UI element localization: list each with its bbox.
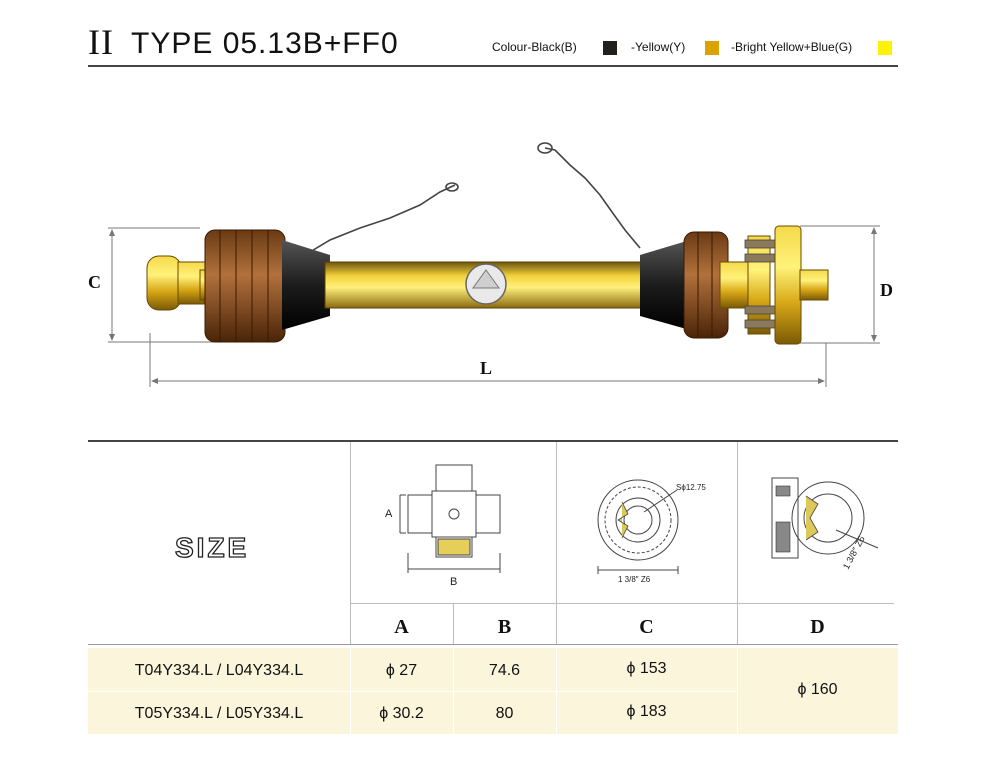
grid-line — [556, 442, 557, 644]
grid-line — [556, 648, 557, 734]
detail-b-label: B — [450, 576, 457, 588]
pto-shaft-drawing — [108, 142, 880, 387]
cross-journal-detail: A B — [385, 464, 501, 588]
clutch-hub-detail: 1 3/8″ Z6 — [771, 477, 879, 571]
grid-line — [350, 442, 351, 644]
legend-yellow-swatch — [705, 41, 719, 55]
table-d-merged-value: ϕ 160 — [797, 681, 838, 698]
table-row-1-b: 74.6 — [488, 662, 521, 679]
legend-black-swatch — [603, 41, 617, 55]
row-divider — [88, 691, 737, 692]
table-row-1-model: T04Y334.L / L04Y334.L — [134, 662, 304, 679]
grid-line — [350, 648, 351, 734]
dimension-d-label: D — [880, 280, 893, 300]
type-roman-numeral: II — [88, 22, 114, 62]
hub-spline-label: 1 3/8″ Z6 — [841, 534, 867, 571]
legend-bright-yellow-label: -Bright Yellow+Blue(G) — [731, 40, 853, 54]
legend-yellow-label: -Yellow(Y) — [631, 40, 686, 54]
column-header-c: C — [639, 616, 654, 638]
table-row-2-c: ϕ 183 — [626, 703, 667, 720]
size-section-divider — [88, 440, 898, 442]
legend-bright-yellow-swatch — [878, 41, 892, 55]
legend-black-label: Colour-Black(B) — [492, 40, 577, 54]
dimension-l-label: L — [480, 358, 493, 378]
spline-size-label: 1 3/8″ Z6 — [618, 575, 651, 584]
table-row-2-a: ϕ 30.2 — [379, 705, 424, 722]
column-header-d: D — [810, 616, 825, 638]
column-header-b: B — [497, 616, 512, 638]
detail-a-label: A — [385, 508, 393, 520]
table-row-1-a: ϕ 27 — [385, 662, 418, 679]
grid-line — [88, 644, 898, 645]
grid-line — [350, 603, 894, 604]
column-header-a: A — [394, 616, 409, 638]
table-row-2-model: T05Y334.L / L05Y334.L — [134, 705, 304, 722]
spline-bore-detail: Sϕ12.75 1 3/8″ Z6 — [597, 479, 706, 584]
dimension-c-label: C — [88, 272, 101, 292]
grid-line — [737, 442, 738, 644]
grid-line — [453, 648, 454, 734]
grid-line — [737, 648, 738, 734]
page-title: TYPE 05.13B+FF0 — [131, 27, 399, 60]
spline-dimension-label: Sϕ12.75 — [676, 483, 706, 492]
table-row-2-b: 80 — [495, 705, 514, 722]
size-heading: SIZE — [174, 531, 250, 563]
grid-line — [453, 603, 454, 644]
header-divider — [88, 65, 898, 67]
table-row-1-c: ϕ 153 — [626, 660, 667, 677]
